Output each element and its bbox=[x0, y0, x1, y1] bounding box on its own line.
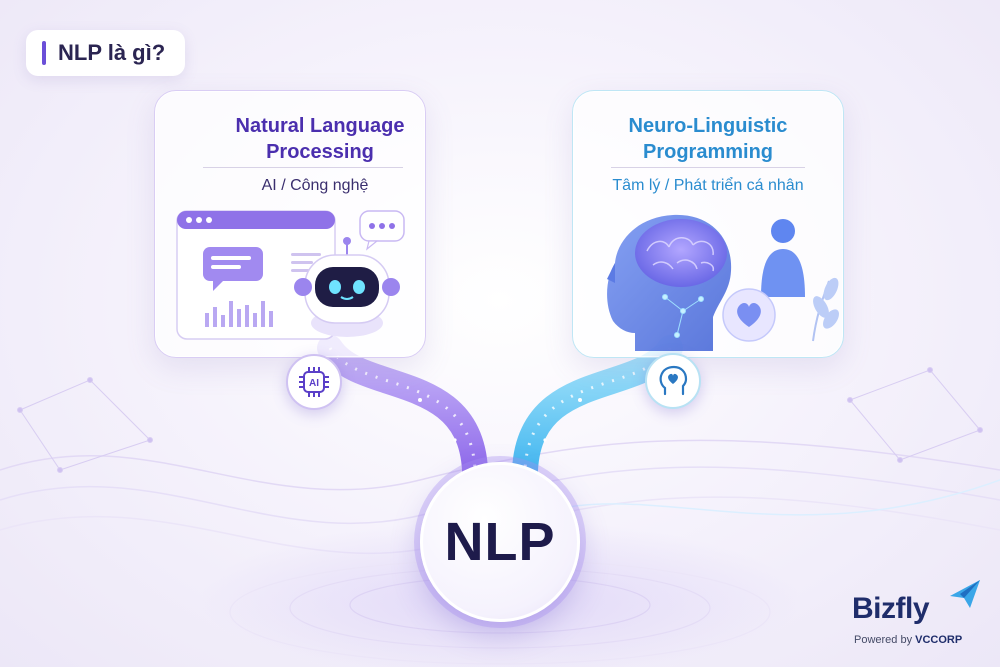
card-title-line2: Programming bbox=[642, 141, 774, 163]
heart-head-badge bbox=[645, 353, 701, 409]
card-neuro-linguistic-programming: Neuro-Linguistic Programming Tâm lý / Ph… bbox=[572, 90, 844, 358]
partner-name: VCCORP bbox=[915, 634, 963, 646]
card-subtitle: AI / Công nghệ bbox=[261, 177, 369, 194]
nlp-center-circle: NLP bbox=[420, 462, 580, 622]
card-divider bbox=[203, 167, 403, 168]
brand-logo: Bizfly Powered by VCCORP bbox=[842, 578, 992, 658]
ai-badge-label: AI bbox=[309, 378, 319, 389]
nlp-center-label: NLP bbox=[444, 512, 556, 572]
heart-head-icon bbox=[659, 365, 688, 396]
brand-name: Bizfly bbox=[852, 592, 930, 625]
card-subtitle: Tâm lý / Phát triển cá nhân bbox=[612, 177, 804, 194]
person-icon bbox=[761, 219, 805, 297]
paper-plane-icon bbox=[950, 580, 980, 608]
card-title-line1: Natural Language bbox=[235, 115, 405, 137]
card-natural-language-processing: Natural Language Processing AI / Công ng… bbox=[154, 90, 426, 358]
robot-icon bbox=[294, 237, 400, 337]
ai-chip-icon: AI bbox=[299, 367, 329, 397]
page-title: NLP là gì? bbox=[58, 40, 166, 65]
leaf-icon bbox=[812, 277, 839, 342]
card-divider bbox=[611, 167, 805, 168]
title-accent-bar bbox=[42, 41, 46, 65]
heart-icon bbox=[722, 288, 776, 342]
brand-powered-by: Powered by VCCORP bbox=[854, 634, 962, 646]
powered-by-label: Powered by bbox=[854, 634, 913, 646]
card-title: Neuro-Linguistic Programming bbox=[573, 113, 843, 165]
card-title-line1: Neuro-Linguistic bbox=[628, 115, 788, 137]
card-title-line2: Processing bbox=[266, 141, 374, 163]
speech-bubble-icon bbox=[359, 210, 405, 251]
brain-head-icon bbox=[607, 214, 839, 351]
chatbot-window-icon bbox=[176, 210, 405, 340]
ai-badge: AI bbox=[286, 354, 342, 410]
title-pill: NLP là gì? bbox=[26, 30, 186, 76]
card-title: Natural Language Processing bbox=[155, 113, 425, 165]
